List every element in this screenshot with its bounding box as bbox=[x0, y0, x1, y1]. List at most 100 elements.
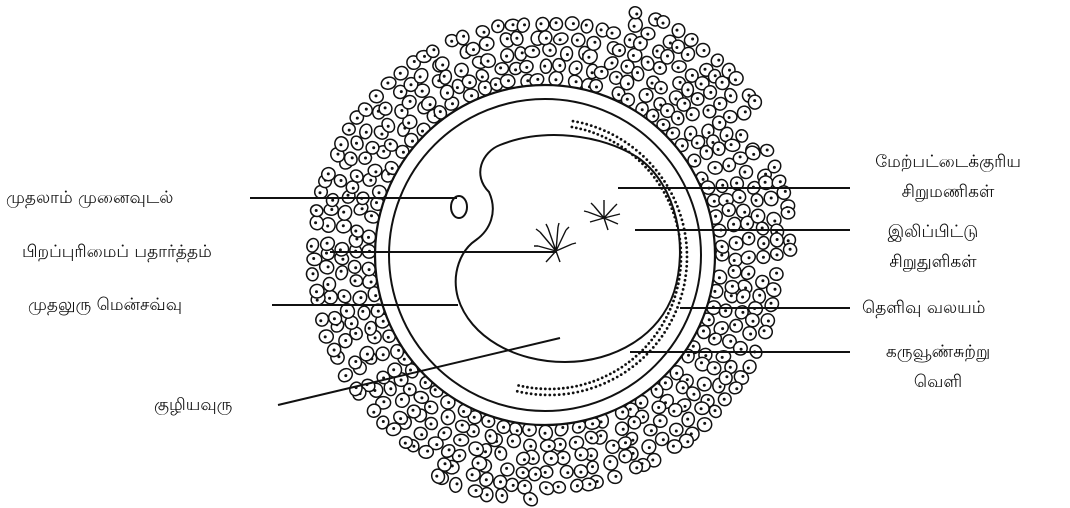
corona-cell-nucleus bbox=[460, 69, 463, 72]
corona-cell-nucleus bbox=[354, 230, 357, 233]
cortical-granule-dot bbox=[678, 238, 681, 241]
corona-cell-nucleus bbox=[718, 276, 721, 279]
corona-cell-nucleus bbox=[372, 411, 375, 414]
corona-cell-nucleus bbox=[348, 129, 351, 132]
cortical-granule-dot bbox=[658, 328, 661, 331]
corona-cell-nucleus bbox=[707, 398, 710, 401]
corona-cell-nucleus bbox=[369, 179, 372, 182]
corona-cell-nucleus bbox=[713, 200, 716, 203]
corona-cell-nucleus bbox=[516, 429, 519, 432]
label-perivitelline-space-line1: கருவூண்சுற்று bbox=[858, 340, 1018, 364]
cortical-granule-dot bbox=[590, 124, 593, 127]
corona-cell-nucleus bbox=[744, 287, 747, 290]
cortical-granule-dot bbox=[663, 191, 666, 194]
corona-cell-nucleus bbox=[566, 471, 569, 474]
corona-cell-nucleus bbox=[714, 166, 717, 169]
cortical-granule-dot bbox=[601, 135, 604, 138]
corona-cell-nucleus bbox=[488, 435, 491, 438]
cortical-granule-dot bbox=[617, 368, 620, 371]
corona-cell-nucleus bbox=[557, 485, 560, 488]
corona-cell-nucleus bbox=[672, 410, 675, 413]
cortical-granule-dot bbox=[679, 214, 682, 217]
corona-cell-nucleus bbox=[402, 151, 405, 154]
corona-cell-nucleus bbox=[674, 97, 677, 100]
corona-cell-nucleus bbox=[741, 296, 744, 299]
cortical-granule-dot bbox=[686, 251, 689, 254]
cortical-granule-dot bbox=[621, 366, 624, 369]
corona-cell-nucleus bbox=[359, 296, 362, 299]
corona-cell-nucleus bbox=[523, 23, 526, 26]
corona-cell bbox=[719, 371, 733, 385]
corona-cell-nucleus bbox=[599, 434, 602, 437]
cortical-granule-dot bbox=[685, 246, 688, 249]
corona-cell-nucleus bbox=[382, 150, 385, 153]
corona-cell-nucleus bbox=[666, 109, 669, 112]
cortical-granule-dot bbox=[684, 274, 687, 277]
corona-cell-nucleus bbox=[356, 117, 359, 120]
cortical-granule-dot bbox=[609, 373, 612, 376]
corona-cell-nucleus bbox=[672, 445, 675, 448]
cortical-granule-dot bbox=[686, 256, 689, 259]
corona-cell-nucleus bbox=[686, 378, 689, 381]
corona-cell-nucleus bbox=[728, 116, 731, 119]
cortical-granule-dot bbox=[678, 233, 681, 236]
corona-cell-nucleus bbox=[729, 366, 732, 369]
corona-cell-nucleus bbox=[762, 256, 765, 259]
corona-cell bbox=[419, 445, 434, 458]
cortical-granule-dot bbox=[530, 392, 533, 395]
corona-cell-nucleus bbox=[744, 110, 747, 113]
label-cytoplasm: குழியவுரு bbox=[154, 393, 232, 417]
corona-cell-nucleus bbox=[331, 199, 334, 202]
cortical-granule-dot bbox=[672, 196, 675, 199]
cortical-granule-dot bbox=[685, 265, 688, 268]
corona-cell-nucleus bbox=[704, 354, 707, 357]
cortical-granule-dot bbox=[620, 373, 623, 376]
corona-cell-nucleus bbox=[494, 83, 497, 86]
corona-cell-nucleus bbox=[543, 65, 546, 68]
cortical-granule-dot bbox=[663, 320, 666, 323]
cortical-granule-dot bbox=[607, 131, 610, 134]
corona-cell-nucleus bbox=[590, 454, 593, 457]
corona-cell-nucleus bbox=[312, 257, 315, 260]
cortical-granule-dot bbox=[635, 355, 638, 358]
cortical-granule-dot bbox=[675, 291, 678, 294]
cortical-granule-dot bbox=[680, 260, 683, 263]
corona-cell-nucleus bbox=[364, 157, 367, 160]
corona-cell-nucleus bbox=[576, 484, 579, 487]
cortical-granule-dot bbox=[656, 331, 659, 334]
corona-cell-nucleus bbox=[515, 37, 518, 40]
corona-cell-nucleus bbox=[528, 428, 531, 431]
corona-cell-nucleus bbox=[386, 82, 389, 85]
corona-cell-nucleus bbox=[651, 459, 654, 462]
corona-cell-nucleus bbox=[651, 82, 654, 85]
corona-cell-nucleus bbox=[428, 405, 431, 408]
corona-cell-nucleus bbox=[342, 295, 345, 298]
corona-cell-nucleus bbox=[600, 28, 603, 31]
cortical-granule-dot bbox=[553, 394, 556, 397]
cortical-granule-dot bbox=[572, 392, 575, 395]
corona-cell bbox=[313, 311, 330, 329]
corona-cell-nucleus bbox=[612, 444, 615, 447]
corona-cell-nucleus bbox=[677, 117, 680, 120]
corona-cell-nucleus bbox=[718, 102, 721, 105]
cortical-granule-dot bbox=[670, 207, 673, 210]
cortical-granule-dot bbox=[616, 376, 619, 379]
corona-cell-nucleus bbox=[447, 401, 450, 404]
corona-cell-nucleus bbox=[387, 336, 390, 339]
cortical-granule-dot bbox=[673, 216, 676, 219]
corona-cell-nucleus bbox=[350, 322, 353, 325]
corona-cell-nucleus bbox=[621, 411, 624, 414]
corona-cell-nucleus bbox=[399, 72, 402, 75]
corona-cell-nucleus bbox=[561, 456, 564, 459]
corona-cell-nucleus bbox=[714, 74, 717, 77]
corona-cell-nucleus bbox=[439, 110, 442, 113]
corona-cell-nucleus bbox=[448, 448, 451, 451]
corona-cell-nucleus bbox=[600, 70, 603, 73]
cortical-granule-dot bbox=[666, 184, 669, 187]
label-cortical-granules-line1: மேற்பட்டைக்குரிய bbox=[858, 150, 1038, 174]
corona-cell-nucleus bbox=[392, 368, 395, 371]
corona-cell-nucleus bbox=[708, 318, 711, 321]
corona-cell-nucleus bbox=[572, 22, 575, 25]
corona-cell bbox=[727, 317, 745, 335]
corona-cell-nucleus bbox=[354, 332, 357, 335]
